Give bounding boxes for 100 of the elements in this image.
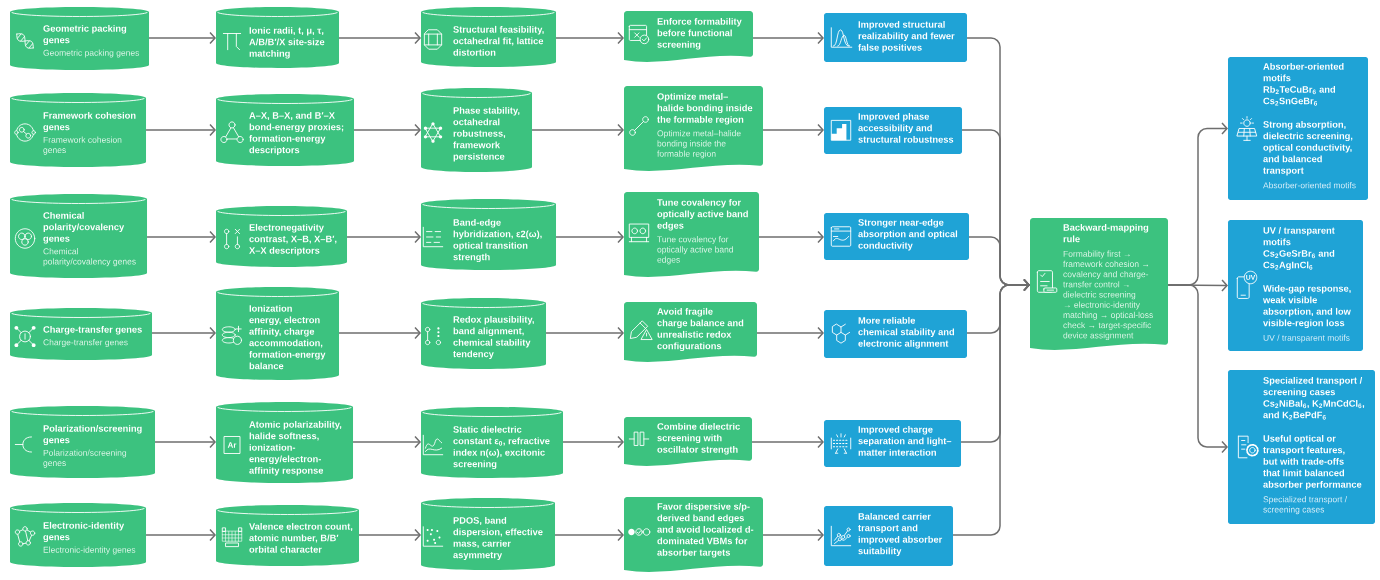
arrow	[562, 435, 624, 449]
title-text: Framework cohesion genes	[43, 111, 136, 133]
body-text: Atomic polarizability, halide softness, ionization-energy/electron-affinity response	[249, 420, 342, 476]
body-text: Avoid fragile charge balance and unrealistic redox configurations	[657, 307, 744, 352]
document-box	[624, 302, 757, 362]
arrow	[146, 230, 216, 244]
body-text: Electronegativity contrast, X–B, X–B′, X–X descriptors	[249, 223, 337, 256]
arrow	[353, 123, 421, 137]
cylinder	[10, 194, 147, 278]
body-text: Improved charge separation and light–matter interaction	[858, 425, 952, 456]
title-text: Tune covalency for optically active band edges	[657, 198, 748, 231]
cylinder	[421, 199, 556, 270]
note-text: Geometric packing genes	[43, 49, 140, 58]
document-box	[624, 192, 759, 277]
note-text: Charge-transfer genes	[43, 339, 128, 347]
body-text: Wide-gap response, weak visible absorption, and low visible-region loss	[1263, 284, 1351, 329]
cylinder	[421, 88, 532, 172]
title-text: Specialized transport / screening cases	[1263, 376, 1363, 398]
process-box	[824, 506, 953, 566]
arrow	[338, 31, 421, 45]
arrow	[1167, 284, 1228, 454]
formula-text: Cs$_{2}$GeSrBr$_{6}$ and Cs$_{2}$AgInCl$_{6}$	[1263, 249, 1335, 271]
cylinder	[10, 308, 152, 360]
process-box	[1228, 220, 1363, 351]
title-text: Chemical polarity/covalency genes	[43, 211, 125, 244]
arrow	[145, 528, 216, 542]
arrow	[952, 278, 1030, 536]
title-text: Electronic-identity genes	[43, 521, 125, 543]
body-text: Redox plausibility, band alignment, chemical stability tendency	[453, 315, 534, 360]
cylinder	[216, 94, 354, 166]
body-text: Stronger near-edge absorption and optical conductivity	[858, 218, 958, 251]
cylinder	[421, 298, 546, 369]
body-text: PDOS, band dispersion, effective mass, carrier asymmetry	[453, 516, 543, 561]
body-text: Phase stability, octahedral robustness, framework persistence	[453, 106, 520, 162]
body-text: Band-edge hybridization, ε2(ω), optical transition strength	[453, 218, 542, 263]
body-text: Improved structural realizability and fewer false positives	[858, 20, 955, 53]
formula-text: Rb$_{2}$TeCuBr$_{6}$ and Cs$_{2}$SnGeBr$_{6}$	[1263, 85, 1336, 106]
cylinder	[216, 402, 353, 483]
arrow	[762, 528, 824, 542]
title-text: Backward-mapping rule	[1063, 223, 1149, 243]
body-text: Structural feasibility, octahedral fit, lattice distortion	[453, 25, 544, 56]
arrow	[555, 230, 624, 244]
title-text: Geometric packing genes	[43, 24, 127, 46]
body-text: A–X, B–X, and B′–X bond-energy proxies; formation-energy descriptors	[249, 111, 344, 156]
note-text: Chemical polarity/covalency genes	[43, 248, 136, 267]
body-text: Ionic radii, t, μ, τ, A/B/B′/X site-size matching	[249, 26, 325, 59]
note-text: Optimize metal–halide bonding inside the formable region	[657, 130, 741, 159]
note-text: UV / transparent motifs	[1263, 334, 1350, 343]
arrow	[545, 326, 624, 340]
document-box	[624, 86, 763, 171]
arrow	[338, 326, 421, 340]
process-box	[824, 213, 969, 260]
cylinder	[216, 206, 347, 267]
body-text: More reliable chemical stability and electronic alignment	[858, 316, 955, 349]
body-text: Ionization energy, electron affinity, charge accommodation, formation-energy balance	[249, 304, 326, 370]
arrow	[346, 230, 421, 244]
arrow	[751, 435, 824, 449]
document-box	[624, 497, 763, 572]
note-text: Specialized transport / screening cases	[1263, 496, 1348, 515]
body-text: Improved phase accessibility and structural robustness	[858, 112, 954, 143]
title-text: Optimize metal–halide bonding inside the formable region	[657, 92, 753, 125]
process-box	[1228, 57, 1368, 200]
cylinder	[216, 7, 339, 68]
body-text: Balanced carrier transport and improved absorber suitability	[858, 512, 943, 557]
arrow	[358, 528, 421, 542]
process-box	[1228, 370, 1375, 524]
document-box	[624, 11, 753, 62]
note-text: Absorber-oriented motifs	[1263, 182, 1356, 189]
arrow	[752, 31, 824, 45]
arrow	[555, 31, 624, 45]
arrow	[352, 435, 421, 449]
note-text: Electronic-identity genes	[43, 546, 136, 555]
arrow	[154, 435, 216, 449]
arrow	[531, 123, 624, 137]
formula-text: Cs$_{2}$NiBaI$_{6}$, K$_{2}$MnCdCl$_{6}$, and K$_{2}$BePdF$_{6}$	[1263, 399, 1365, 420]
arrow	[554, 528, 624, 542]
body-text: Favor dispersive s/p-derived band edges and avoid localized d-dominated VBMs for absorber targets	[657, 502, 754, 558]
cylinder	[10, 93, 146, 167]
arrow	[148, 31, 216, 45]
note-text: Tune covalency for optically active band edges	[657, 236, 733, 265]
document-box	[1030, 218, 1168, 350]
element-tile: Ar	[223, 436, 241, 454]
process-box	[824, 107, 962, 154]
body-text: Static dielectric constant ε$_{0}$, refractive index n(ω), excitonic screening	[453, 425, 550, 470]
document-box	[624, 417, 752, 466]
process-box	[824, 420, 961, 467]
cylinder	[10, 406, 155, 478]
process-box	[824, 310, 967, 358]
cylinder	[10, 503, 146, 567]
arrow	[145, 123, 216, 137]
cylinder	[421, 7, 556, 67]
arrow	[756, 326, 824, 340]
cylinder	[421, 498, 555, 570]
cylinder	[216, 505, 359, 566]
note-text: Framework cohesion genes	[43, 136, 122, 155]
arrow	[151, 326, 216, 340]
arrow	[758, 230, 824, 244]
title-text: Charge-transfer genes	[43, 325, 142, 335]
cylinder	[421, 407, 563, 478]
body-text: Valence electron count, atomic number, B/B′ orbital character	[249, 522, 353, 553]
